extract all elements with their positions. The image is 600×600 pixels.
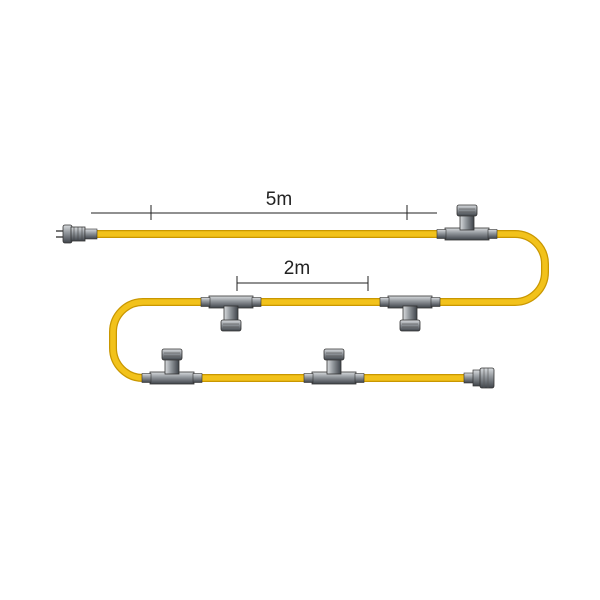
dimension-lead: 5m bbox=[91, 189, 437, 220]
tee-connector-icon bbox=[436, 204, 498, 241]
dimension-label-2m: 2m bbox=[284, 258, 310, 279]
cable bbox=[95, 230, 549, 382]
cable-core bbox=[95, 231, 548, 381]
tee-connector-icon bbox=[303, 348, 365, 385]
dimension-spacing: 2m bbox=[236, 258, 369, 291]
plug-icon bbox=[56, 224, 98, 244]
tee-connector-icon bbox=[141, 348, 203, 385]
end-socket-icon bbox=[463, 367, 495, 389]
tee-connector-icon bbox=[200, 295, 262, 332]
dimension-label-5m: 5m bbox=[266, 189, 292, 210]
tee-connector-icon bbox=[379, 295, 441, 332]
